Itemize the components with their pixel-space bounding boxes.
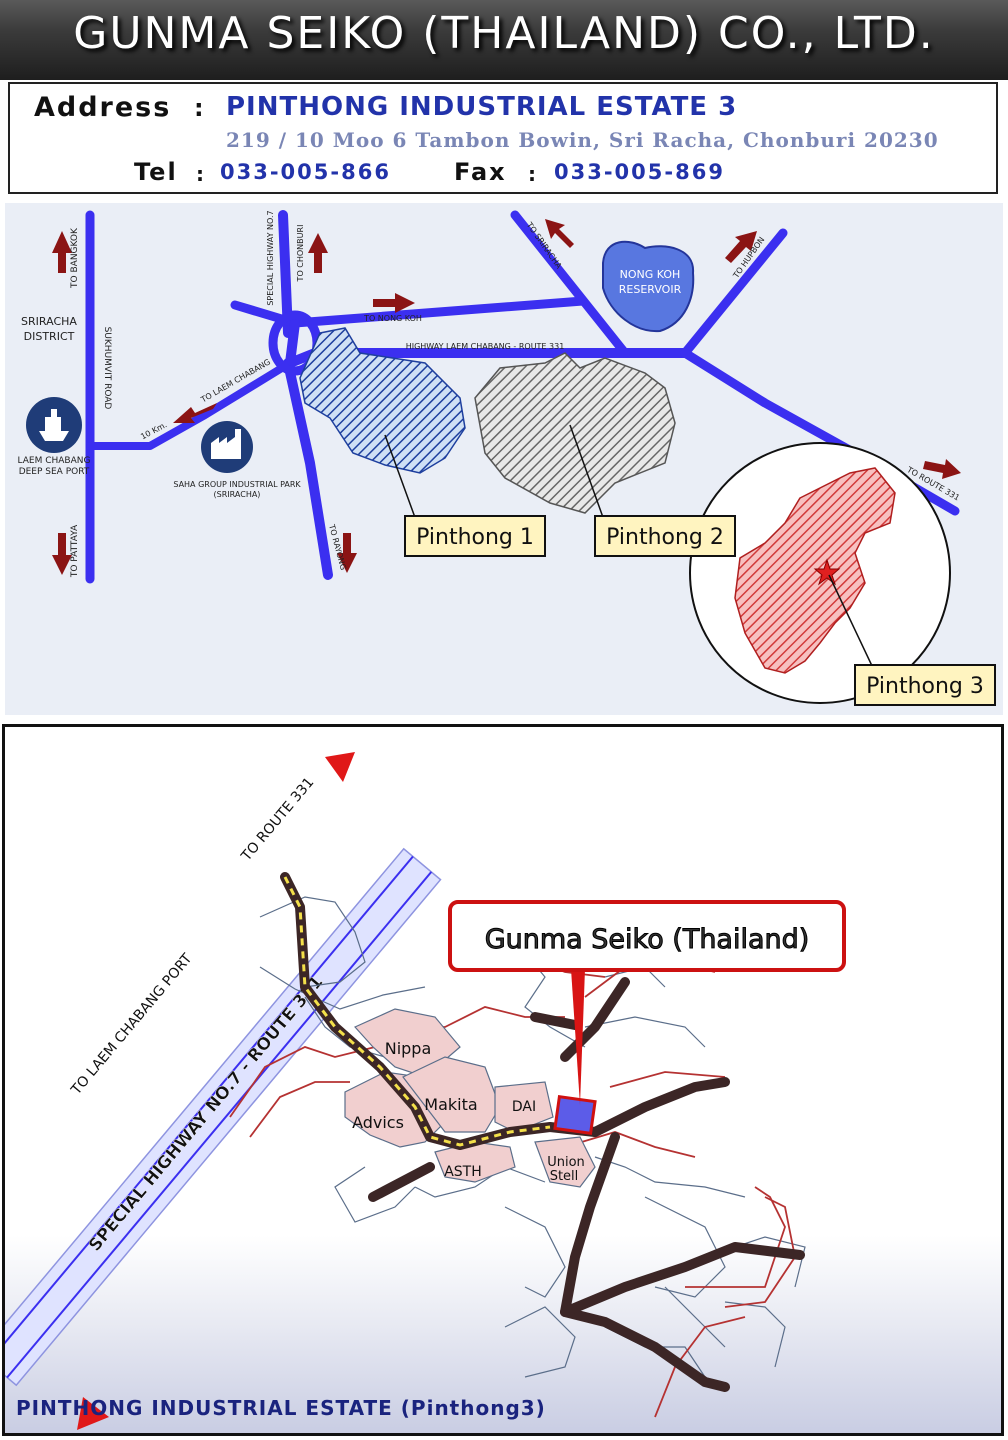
highway-label: SPECIAL HIGHWAY NO.7 - ROUTE 331 [85, 972, 327, 1255]
arrow-upleft-icon [545, 219, 574, 248]
address-line2: 219 / 10 Moo 6 Tambon Bowin, Sri Racha, … [226, 128, 939, 152]
tenant-labels: Nippa Makita DAI Advics ASTH Union Stell [352, 1039, 585, 1184]
to-nong-koh-label: TO NONG KOH [363, 314, 422, 323]
main-road-centerline [283, 876, 551, 1147]
address-box [8, 82, 998, 194]
fax-sep: : [528, 162, 536, 186]
tel-number: 033-005-866 [220, 160, 391, 184]
sriracha-label-1: SRIRACHA [21, 315, 77, 328]
union-stell-plot [534, 1136, 596, 1188]
road-to-hupbon [680, 228, 788, 358]
factory-icon [211, 429, 241, 459]
sriracha-label-2: DISTRICT [24, 330, 75, 343]
sukhumvit-road-label: SUKHUMVIT ROAD [102, 327, 112, 410]
estate-detail-map: TO ROUTE 331 SPECIAL HIGHWAY NO.7 - ROUT… [5, 752, 846, 1430]
tel-label: Tel [134, 158, 178, 186]
arrow-to-port-icon [77, 1397, 109, 1430]
pinthong3-leader [828, 574, 874, 669]
gunma-seiko-plot [553, 1094, 597, 1136]
direction-arrows [52, 219, 961, 575]
tenant-plots [344, 1008, 596, 1188]
arrow-left-icon [173, 403, 217, 423]
arrow-down-icon [52, 533, 72, 575]
advics-label: Advics [352, 1113, 404, 1132]
makita-label: Makita [424, 1095, 477, 1114]
saha-label-1: SAHA GROUP INDUSTRIAL PARK [173, 480, 301, 489]
arrow-right-icon [923, 459, 961, 479]
address-line1: PINTHONG INDUSTRIAL ESTATE 3 [226, 92, 738, 122]
saha-label-2: (SRIRACHA) [214, 490, 261, 499]
road-to-rayong [283, 358, 333, 580]
pinthong2-area [474, 352, 676, 514]
to-pattaya-label: TO PATTAYA [70, 524, 80, 578]
arrow-upright-icon [725, 231, 757, 263]
arrow-right-icon [373, 293, 415, 313]
ship-icon [39, 409, 69, 441]
fax-number: 033-005-869 [554, 160, 725, 184]
road-to-laem-chabang [86, 359, 294, 450]
footer-caption: PINTHONG INDUSTRIAL ESTATE (Pinthong3) [16, 1396, 546, 1420]
union-label-1: Union [547, 1155, 585, 1170]
highway-331-label: HIGHWAY LAEM CHABANG - ROUTE 331 [406, 342, 565, 351]
road-to-sriracha [510, 210, 630, 358]
pinthong2-leader [569, 424, 606, 524]
port-label-2: DEEP SEA PORT [19, 467, 90, 477]
location-star-icon [813, 558, 841, 586]
pinthong3-callout [854, 664, 996, 706]
to-chonburi-label: TO CHONBURI [296, 225, 305, 283]
estate-map-frame [2, 724, 1004, 1436]
pinthong3-label: Pinthong 3 [866, 674, 984, 699]
gunma-seiko-callout [448, 900, 846, 972]
address-label: Address [34, 92, 172, 123]
pinthong3-area [734, 467, 896, 674]
to-bangkok-label: TO BANGKOK [70, 227, 80, 289]
company-title: GUNMA SEIKO (THAILAND) CO., LTD. [73, 8, 935, 59]
arrow-down-icon [337, 533, 357, 573]
tel-sep: : [196, 162, 204, 186]
arrow-up-icon [308, 233, 328, 273]
pinthong2-label: Pinthong 2 [606, 525, 724, 550]
nong-koh-reservoir [602, 240, 695, 333]
union-label-2: Stell [550, 1169, 579, 1184]
reservoir-label-1: NONG KOH [620, 268, 681, 281]
pinthong1-area [299, 327, 466, 474]
to-port-label: TO LAEM CHABANG PORT [68, 951, 196, 1099]
address-sep: : [194, 94, 204, 122]
pinthong1-leader [384, 434, 418, 524]
regional-map: NONG KOH RESERVOIR Pinthong 1 Pinthong 2… [5, 203, 1003, 715]
callout-pointer [571, 969, 585, 1105]
nippa-label: Nippa [385, 1039, 432, 1058]
port-label-1: LAEM CHABANG [18, 456, 91, 466]
arrow-up-icon [52, 231, 72, 273]
gunma-seiko-label: Gunma Seiko (Thailand) [485, 924, 810, 955]
fax-label: Fax [454, 158, 507, 186]
asth-label: ASTH [444, 1164, 482, 1180]
arrow-to-route-331-icon [325, 752, 355, 782]
reservoir-label-2: RESERVOIR [619, 283, 682, 296]
special-highway-band [5, 847, 442, 1387]
dai-label: DAI [512, 1099, 536, 1115]
special-highway-label: SPECIAL HIGHWAY NO.7 [266, 210, 275, 305]
to-route-331-label: TO ROUTE 331 [238, 775, 317, 865]
pinthong1-label: Pinthong 1 [416, 525, 534, 550]
pinthong2-callout [594, 515, 736, 557]
header-banner: GUNMA SEIKO (THAILAND) CO., LTD. [0, 0, 1008, 80]
pinthong1-callout [404, 515, 546, 557]
